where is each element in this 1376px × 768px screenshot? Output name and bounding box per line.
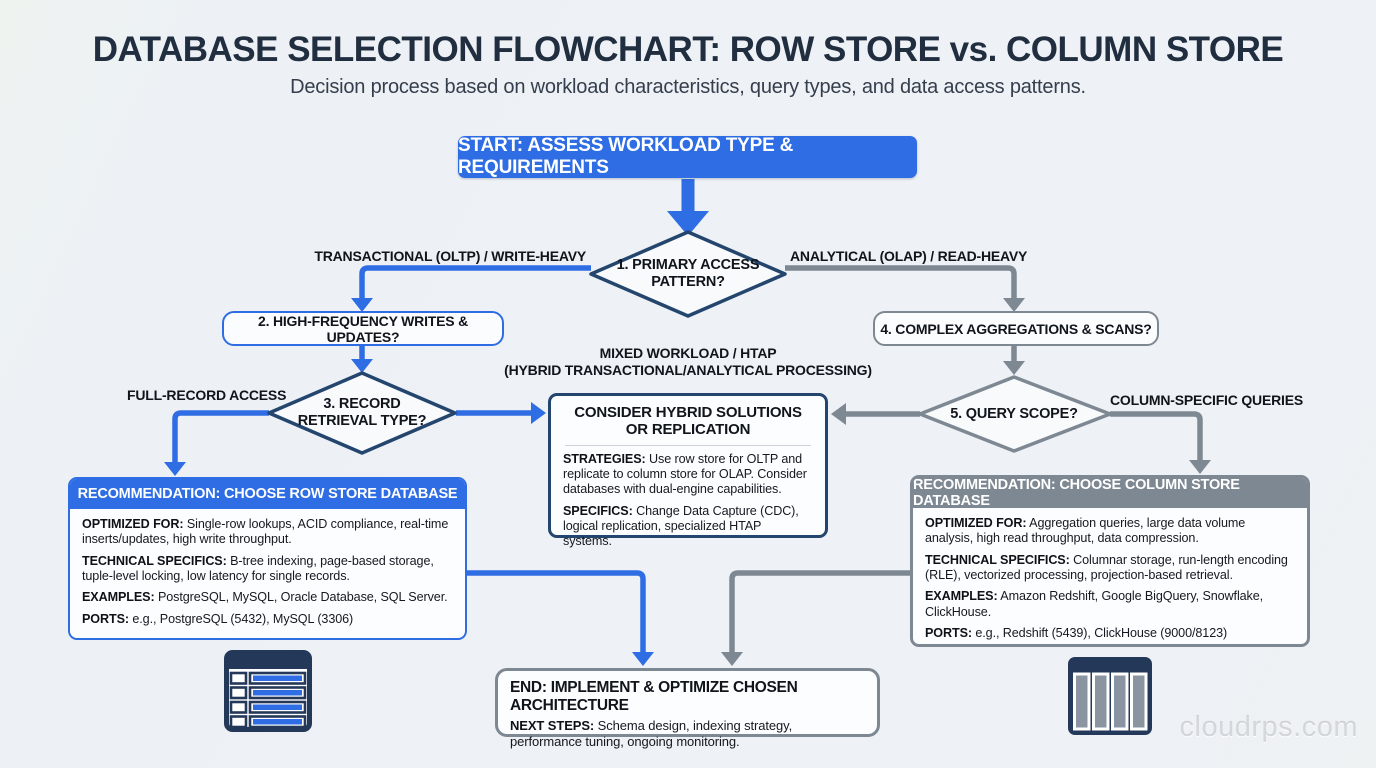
item-text: Schema design, indexing strategy, perfor… xyxy=(510,718,793,749)
row-examples-item: EXAMPLES: PostgreSQL, MySQL, Oracle Data… xyxy=(82,590,453,605)
hybrid-title: CONSIDER HYBRID SOLUTIONS OR REPLICATION xyxy=(563,404,813,439)
decision-1-label: 1. PRIMARY ACCESS PATTERN? xyxy=(598,240,778,308)
arrowhead-q2-icon xyxy=(351,298,373,312)
arrowhead-hybrid-left-icon xyxy=(531,402,546,424)
item-label: OPTIMIZED FOR: xyxy=(82,517,184,531)
decision-1-line2: PATTERN? xyxy=(651,274,725,290)
page-title: DATABASE SELECTION FLOWCHART: ROW STORE … xyxy=(92,30,1284,69)
item-label: NEXT STEPS: xyxy=(510,718,595,733)
hybrid-specifics-item: SPECIFICS: Change Data Capture (CDC), lo… xyxy=(563,504,813,550)
edge-label-full-record: FULL-RECORD ACCESS xyxy=(127,387,287,403)
decision-5-line1: 5. QUERY SCOPE? xyxy=(950,405,1078,422)
arrowhead-d5-icon xyxy=(1003,361,1025,375)
col-ports-item: PORTS: e.g., Redshift (5439), ClickHouse… xyxy=(925,626,1295,641)
row-store-recommendation-box: RECOMMENDATION: CHOOSE ROW STORE DATABAS… xyxy=(68,477,467,640)
col-technical-item: TECHNICAL SPECIFICS: Columnar storage, r… xyxy=(925,553,1295,584)
item-text: Aggregation queries, large data volume a… xyxy=(925,516,1246,546)
item-label: TECHNICAL SPECIFICS: xyxy=(82,553,227,568)
column-store-body: OPTIMIZED FOR: Aggregation queries, larg… xyxy=(913,508,1307,644)
edge-label-column-specific: COLUMN-SPECIFIC QUERIES xyxy=(1110,392,1303,408)
arrowhead-end-left-icon xyxy=(632,652,654,666)
hybrid-title-line1: CONSIDER HYBRID SOLUTIONS xyxy=(574,404,802,421)
page-subtitle: Decision process based on workload chara… xyxy=(290,76,1086,98)
arrowhead-d3-icon xyxy=(351,359,373,373)
decision-1-diamond xyxy=(589,230,787,318)
edge-d1-to-q2 xyxy=(359,265,591,299)
item-label: OPTIMIZED FOR: xyxy=(925,516,1027,530)
question-4-box: 4. COMPLEX AGGREGATIONS & SCANS? xyxy=(873,311,1159,346)
item-label: EXAMPLES: xyxy=(82,590,155,605)
col-optimized-item: OPTIMIZED FOR: Aggregation queries, larg… xyxy=(925,516,1295,547)
item-text: B-tree indexing, page-based storage, tup… xyxy=(82,553,434,584)
edge-d5-to-columnstore xyxy=(1110,411,1203,461)
mixed-workload-line1: MIXED WORKLOAD / HTAP xyxy=(599,345,777,361)
column-store-table-icon xyxy=(1068,657,1152,735)
arrowhead-rowstore-icon xyxy=(164,462,186,476)
end-next-steps-item: NEXT STEPS: Schema design, indexing stra… xyxy=(510,718,865,750)
edge-label-mixed-workload: MIXED WORKLOAD / HTAP (HYBRID TRANSACTIO… xyxy=(478,345,898,378)
item-text: Change Data Capture (CDC), logical repli… xyxy=(563,503,799,549)
item-label: STRATEGIES: xyxy=(563,451,646,466)
arrowhead-end-right-icon xyxy=(721,652,743,666)
item-text: e.g., PostgreSQL (5432), MySQL (3306) xyxy=(128,611,354,626)
item-text: Single-row lookups, ACID compliance, rea… xyxy=(82,517,449,547)
hybrid-title-line2: OR REPLICATION xyxy=(625,421,751,439)
item-text: Use row store for OLTP and replicate to … xyxy=(563,451,807,497)
start-node: START: ASSESS WORKLOAD TYPE & REQUIREMEN… xyxy=(458,135,917,178)
item-label: PORTS: xyxy=(925,626,972,641)
row-ports-item: PORTS: e.g., PostgreSQL (5432), MySQL (3… xyxy=(82,612,453,627)
watermark: cloudrps.com xyxy=(1179,711,1358,743)
arrowhead-q4-icon xyxy=(1003,298,1025,312)
row-store-header: RECOMMENDATION: CHOOSE ROW STORE DATABAS… xyxy=(70,479,465,509)
row-store-table-icon xyxy=(224,650,312,732)
decision-3-line1: 3. RECORD xyxy=(323,396,401,413)
question-2-box: 2. HIGH-FREQUENCY WRITES & UPDATES? xyxy=(222,311,504,346)
column-store-recommendation-box: RECOMMENDATION: CHOOSE COLUMN STORE DATA… xyxy=(910,475,1310,647)
decision-3-diamond xyxy=(267,371,457,455)
arrowhead-columnstore-icon xyxy=(1189,460,1211,474)
hybrid-solutions-box: CONSIDER HYBRID SOLUTIONS OR REPLICATION… xyxy=(548,393,828,548)
edge-label-olap: ANALYTICAL (OLAP) / READ-HEAVY xyxy=(790,248,1028,264)
decision-5-diamond xyxy=(918,375,1112,453)
item-label: EXAMPLES: xyxy=(925,589,998,604)
mixed-workload-line2: (HYBRID TRANSACTIONAL/ANALYTICAL PROCESS… xyxy=(504,361,872,378)
row-optimized-item: OPTIMIZED FOR: Single-row lookups, ACID … xyxy=(82,517,453,548)
decision-1-line1: 1. PRIMARY ACCESS xyxy=(616,257,760,274)
row-technical-item: TECHNICAL SPECIFICS: B-tree indexing, pa… xyxy=(82,554,453,585)
edge-label-oltp: TRANSACTIONAL (OLTP) / WRITE-HEAVY xyxy=(314,248,586,264)
divider xyxy=(565,444,811,446)
arrowhead-hybrid-right-icon xyxy=(831,403,846,425)
edge-columnstore-to-end xyxy=(729,570,910,653)
row-store-body: OPTIMIZED FOR: Single-row lookups, ACID … xyxy=(70,509,465,637)
column-store-header: RECOMMENDATION: CHOOSE COLUMN STORE DATA… xyxy=(913,478,1307,509)
col-examples-item: EXAMPLES: Amazon Redshift, Google BigQue… xyxy=(925,589,1295,620)
item-text: Columnar storage, run-length encoding (R… xyxy=(925,552,1288,583)
item-label: TECHNICAL SPECIFICS: xyxy=(925,552,1070,567)
arrowhead-start-icon xyxy=(667,211,709,236)
item-label: PORTS: xyxy=(82,611,129,626)
edge-d3-to-rowstore xyxy=(172,410,269,463)
end-node: END: IMPLEMENT & OPTIMIZE CHOSEN ARCHITE… xyxy=(495,668,880,749)
hybrid-strategies-item: STRATEGIES: Use row store for OLTP and r… xyxy=(563,452,813,498)
item-text: e.g., Redshift (5439), ClickHouse (9000/… xyxy=(971,626,1228,641)
decision-5-label: 5. QUERY SCOPE? xyxy=(929,384,1099,444)
decision-3-label: 3. RECORD RETRIEVAL TYPE? xyxy=(277,381,447,445)
edge-rowstore-to-end xyxy=(467,570,646,653)
item-text: Amazon Redshift, Google BigQuery, Snowfl… xyxy=(925,589,1264,619)
item-text: PostgreSQL, MySQL, Oracle Database, SQL … xyxy=(154,590,448,605)
item-label: SPECIFICS: xyxy=(563,503,633,518)
end-title: END: IMPLEMENT & OPTIMIZE CHOSEN ARCHITE… xyxy=(510,679,798,714)
edge-d1-to-q4 xyxy=(785,265,1017,299)
decision-3-line2: RETRIEVAL TYPE? xyxy=(297,413,427,429)
